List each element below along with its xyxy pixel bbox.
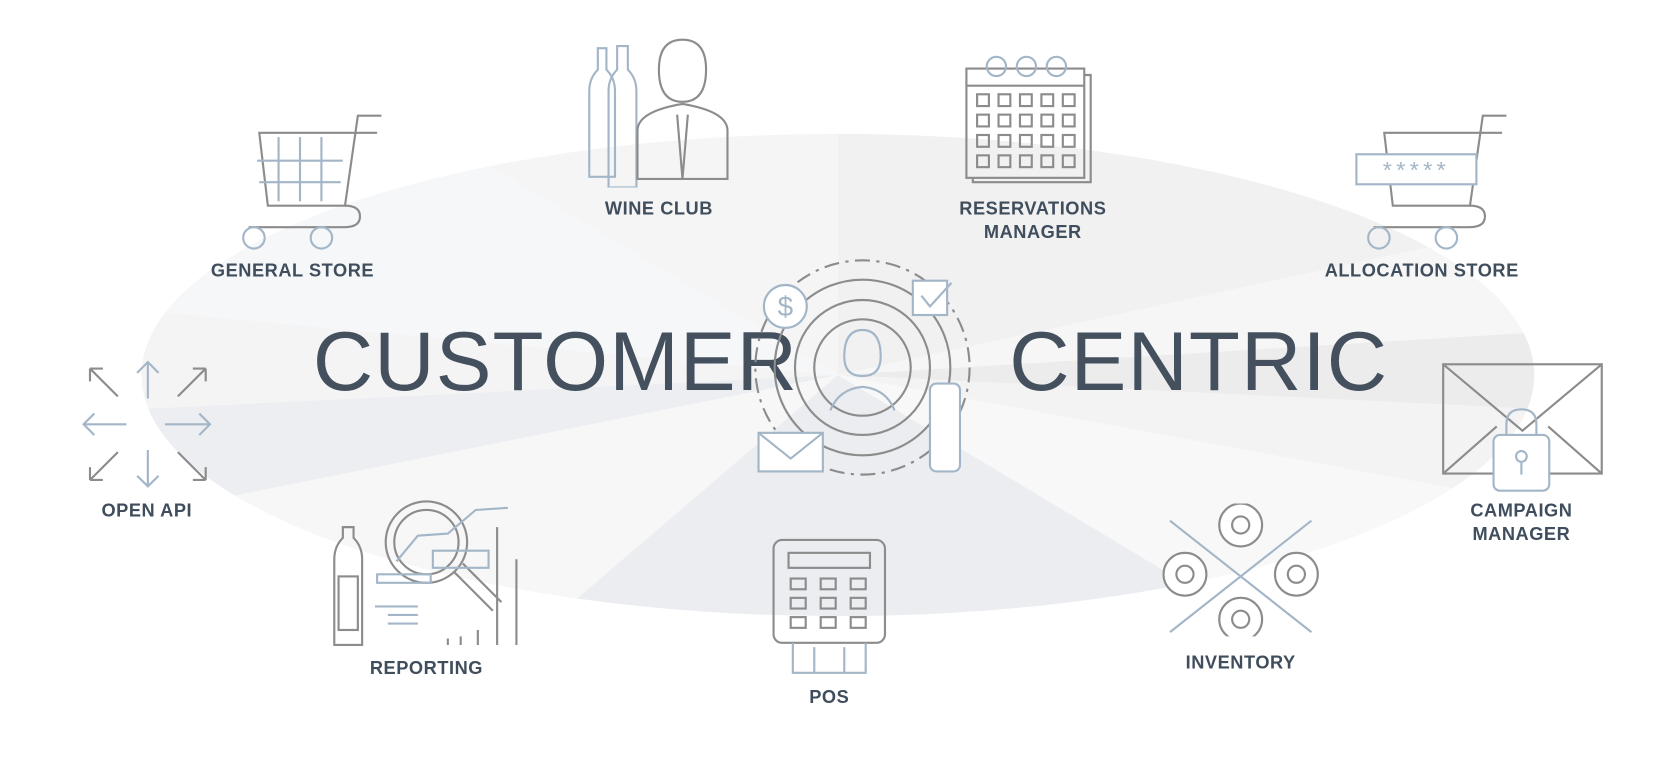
envelope-lock-icon	[1442, 363, 1603, 492]
grid-cell	[976, 93, 990, 108]
pie-segment	[148, 374, 838, 496]
arrows-icon	[82, 360, 212, 488]
svg-text:*****: *****	[1383, 157, 1450, 183]
analytics-icon	[333, 500, 518, 647]
grid-cell	[789, 577, 807, 591]
grid-cell	[789, 596, 807, 610]
grid-cell	[1040, 113, 1055, 128]
pie-segment	[837, 374, 1528, 489]
grid-cell	[1061, 133, 1076, 148]
grid-cell	[819, 596, 837, 610]
module-label: REPORTING	[369, 657, 483, 679]
grid-cell	[1040, 154, 1055, 169]
grid-cell	[1018, 93, 1033, 108]
pie-segment	[837, 333, 1535, 409]
module-label: ALLOCATION STORE	[1324, 260, 1519, 281]
grid-cell	[976, 113, 990, 128]
pie-segment	[837, 133, 1429, 375]
inventory-icon	[1162, 503, 1319, 637]
grid-cell	[997, 113, 1012, 128]
grid-cell	[976, 133, 990, 148]
grid-cell	[976, 154, 990, 169]
grid-cell	[849, 616, 867, 629]
grid-cell	[819, 577, 837, 591]
module-label: GENERAL STORE	[210, 260, 375, 281]
customer-target-icon: $	[754, 259, 971, 476]
grid-cell	[1061, 113, 1076, 128]
grid-cell	[997, 93, 1012, 108]
module-label: WINE CLUB	[604, 198, 713, 219]
grid-cell	[1061, 93, 1076, 108]
grid-cell	[1061, 154, 1076, 169]
grid-cell	[789, 616, 807, 629]
grid-cell	[1018, 133, 1033, 148]
calendar-icon	[965, 55, 1092, 184]
pie-segment	[165, 166, 838, 375]
title-centric: CENTRIC	[1009, 313, 1389, 409]
sommelier-icon	[588, 38, 729, 188]
module-label: POS	[809, 686, 850, 708]
grid-cell	[997, 133, 1012, 148]
svg-text:$: $	[778, 291, 794, 322]
grid-cell	[819, 616, 837, 629]
shopping-cart-icon	[242, 114, 382, 250]
pos-terminal-icon	[772, 538, 887, 674]
grid-cell	[1040, 93, 1055, 108]
pie-segment	[489, 133, 838, 375]
pie-segment	[141, 312, 838, 409]
title-customer: CUSTOMER	[312, 313, 799, 409]
grid-cell	[1040, 133, 1055, 148]
grid-cell	[1018, 113, 1033, 128]
pie-segment	[837, 247, 1524, 375]
locked-cart-icon: *****	[1355, 114, 1507, 250]
grid-cell	[1018, 154, 1033, 169]
grid-cell	[997, 154, 1012, 169]
pie-segment	[576, 374, 1187, 617]
module-label: OPEN API	[101, 500, 193, 521]
grid-cell	[849, 577, 867, 591]
module-label: INVENTORY	[1185, 652, 1296, 673]
grid-cell	[849, 596, 867, 610]
